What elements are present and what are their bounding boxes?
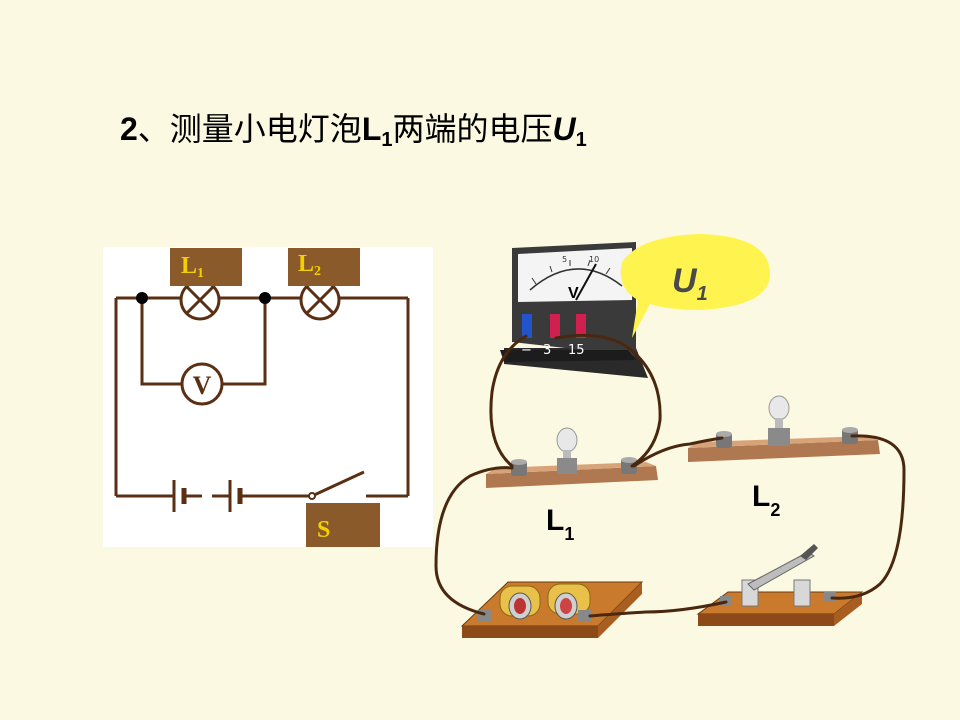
voltmeter-device: V 5 10 − 3 15 <box>500 242 648 378</box>
terminal-label-minus: − <box>521 343 532 358</box>
junction-dot-right <box>259 292 271 304</box>
title-text-2: 两端的电压 <box>392 110 553 148</box>
title-lamp-sub: 1 <box>381 129 393 151</box>
title-text-1: 、测量小电灯泡 <box>137 110 362 148</box>
terminal-negative <box>522 314 532 338</box>
bubble-label-u1: U1 <box>672 262 708 305</box>
apparatus-wires <box>434 333 906 618</box>
title-number: 2 <box>120 111 138 147</box>
apparatus-label-l2: L2 <box>752 480 780 520</box>
terminal-15v <box>576 314 586 338</box>
terminal-3v <box>550 314 560 338</box>
slide-title: 2、测量小电灯泡L1两端的电压U1 <box>120 104 587 152</box>
label-box-l1 <box>170 248 242 286</box>
lamp-l1-device <box>486 427 658 488</box>
terminal-label-3: 3 <box>543 343 551 358</box>
title-voltage: U <box>552 111 576 147</box>
label-box-s <box>306 503 380 547</box>
meter-scale-5: 5 <box>562 255 567 264</box>
apparatus-label-l1: L1 <box>546 504 574 544</box>
battery-symbol <box>172 480 243 512</box>
lamp-symbol-l1 <box>179 279 221 321</box>
title-voltage-sub: 1 <box>575 129 587 151</box>
voltmeter-symbol <box>180 362 224 406</box>
battery-holder-device <box>460 581 644 638</box>
title-lamp: L <box>361 111 382 147</box>
schematic-label-l2: L2 <box>298 251 321 279</box>
schematic-panel <box>103 247 433 547</box>
junction-dot-left <box>136 292 148 304</box>
voltmeter-symbol-label: V <box>193 371 212 400</box>
schematic-label-l1: L1 <box>181 253 204 281</box>
schematic-wires <box>114 296 410 498</box>
meter-scale-10: 10 <box>589 255 599 264</box>
circuit-apparatus: V 5 10 − 3 15 U1 L1 <box>434 234 906 638</box>
voltage-bubble: U1 <box>620 234 770 338</box>
label-box-l2 <box>288 248 360 286</box>
knife-switch-device <box>696 544 864 626</box>
lamp-symbol-l2 <box>299 279 341 321</box>
meter-dial-label: V <box>568 285 579 302</box>
terminal-label-15: 15 <box>568 343 585 358</box>
schematic-label-s: S <box>317 517 330 543</box>
switch-pivot <box>308 492 316 500</box>
lamp-l2-device <box>688 395 880 462</box>
circuit-schematic: V L1 L2 S <box>103 247 433 547</box>
